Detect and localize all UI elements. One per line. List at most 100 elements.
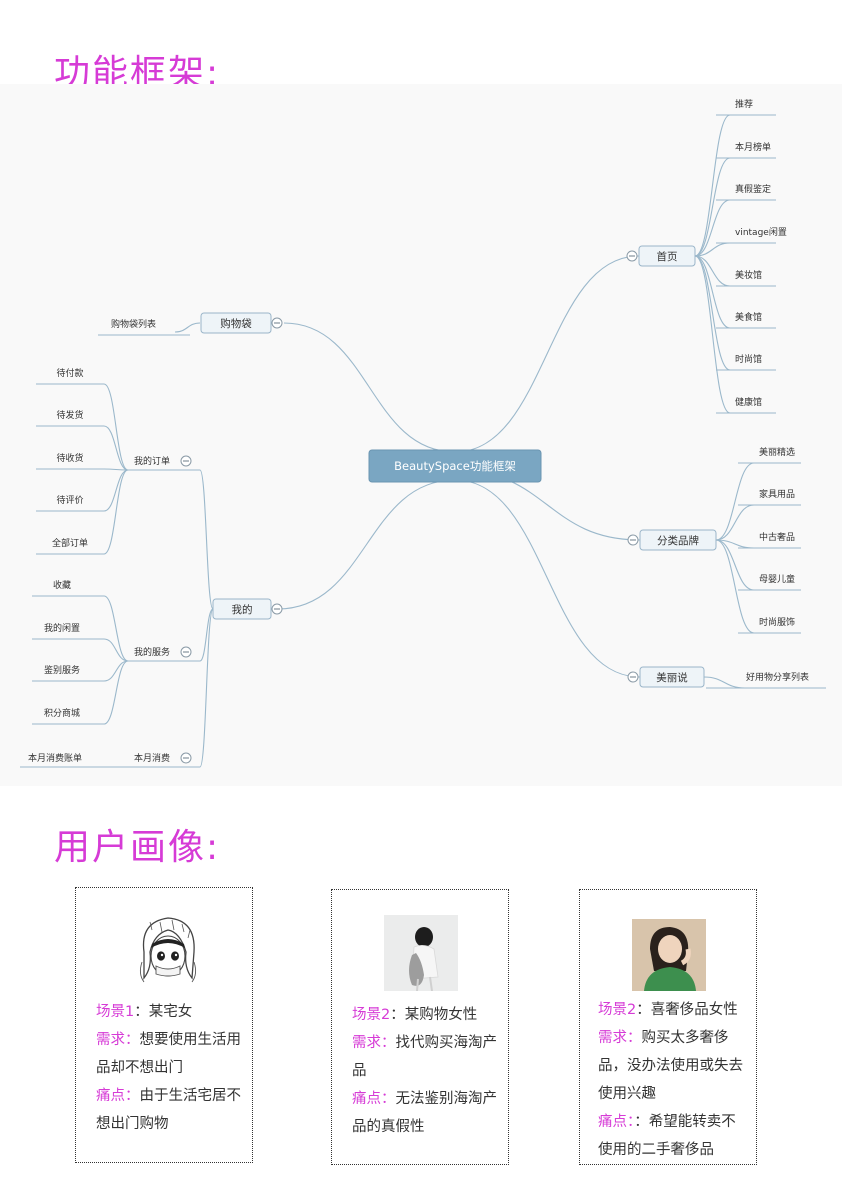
persona-text-2: 场景2：某购物女性 需求：找代购买海淘产品 痛点：无法鉴别海淘产品的真假性 <box>352 1001 502 1141</box>
cart-child-0[interactable]: 购物袋列表 <box>98 318 190 336</box>
home-child-line <box>694 157 731 257</box>
category-child-2[interactable]: 中古奢品 <box>738 531 801 549</box>
spending-label[interactable]: 本月消费 <box>134 752 170 764</box>
persona-need: 需求：购买太多奢侈品，没办法使用或失去使用兴趣 <box>598 1030 743 1102</box>
node-cart[interactable]: 购物袋 <box>200 312 272 334</box>
node-mine[interactable]: 我的 <box>212 598 272 620</box>
node-category-label: 分类品牌 <box>657 534 699 547</box>
node-cart-label: 购物袋 <box>220 317 252 330</box>
services-label[interactable]: 我的服务 <box>134 646 170 658</box>
home-child-line <box>694 255 731 414</box>
orders-child-0[interactable]: 待付款 <box>36 367 104 385</box>
home-child-line <box>694 199 731 257</box>
svg-text:收藏: 收藏 <box>53 579 71 591</box>
node-root-label: BeautySpace功能框架 <box>394 459 516 473</box>
svg-text:时尚服饰: 时尚服饰 <box>759 616 795 628</box>
collapse-cart-icon[interactable] <box>271 317 283 329</box>
svg-text:积分商城: 积分商城 <box>44 707 80 719</box>
services-child-2[interactable]: 鉴别服务 <box>32 664 104 682</box>
collapse-mine-icon[interactable] <box>271 603 283 615</box>
category-child-line <box>715 462 755 541</box>
orders-child-1[interactable]: 待发货 <box>36 409 104 427</box>
category-child-line <box>715 504 755 541</box>
persona-scene: 场景2：某购物女性 <box>352 1007 478 1023</box>
persona-need: 需求：找代购买海淘产品 <box>352 1035 497 1079</box>
beauty-talk-child-0[interactable]: 好用物分享列表 <box>706 671 826 689</box>
services-child-0[interactable]: 收藏 <box>32 579 104 597</box>
collapse-orders-icon[interactable] <box>180 455 192 467</box>
svg-text:家具用品: 家具用品 <box>759 488 795 500</box>
services-child-3[interactable]: 积分商城 <box>32 707 104 725</box>
node-mine-label: 我的 <box>232 603 253 616</box>
persona-pain: 痛点：：希望能转卖不使用的二手奢侈品 <box>598 1114 736 1158</box>
collapse-category-icon[interactable] <box>627 534 639 546</box>
home-child-2[interactable]: 真假鉴定 <box>716 183 776 201</box>
beauty-talk-child-line <box>703 676 746 689</box>
collapse-spending-icon[interactable] <box>180 752 192 764</box>
category-child-0[interactable]: 美丽精选 <box>738 446 801 464</box>
home-child-5[interactable]: 美食馆 <box>716 311 776 329</box>
home-child-1[interactable]: 本月榜单 <box>716 141 776 159</box>
svg-text:中古奢品: 中古奢品 <box>759 531 795 543</box>
mine-to-orders-line <box>199 469 214 610</box>
category-child-line <box>715 539 755 591</box>
collapse-beauty-talk-icon[interactable] <box>627 671 639 683</box>
category-child-4[interactable]: 时尚服饰 <box>738 616 801 634</box>
svg-text:待收货: 待收货 <box>56 452 83 464</box>
node-beauty-talk-label: 美丽说 <box>656 671 688 684</box>
persona-title: 用户画像: <box>54 827 221 868</box>
persona-text-3: 场景2：喜奢侈品女性 需求：购买太多奢侈品，没办法使用或失去使用兴趣 痛点：：希… <box>598 996 750 1164</box>
svg-text:美妆馆: 美妆馆 <box>735 269 762 281</box>
persona-scene: 场景1：某宅女 <box>96 1004 193 1020</box>
orders-label[interactable]: 我的订单 <box>134 455 170 467</box>
orders-child-line <box>103 425 129 471</box>
svg-text:待付款: 待付款 <box>56 367 83 379</box>
home-child-6[interactable]: 时尚馆 <box>716 353 776 371</box>
svg-text:待发货: 待发货 <box>56 409 83 421</box>
root-to-cart-line <box>283 322 456 453</box>
orders-child-line <box>103 469 129 555</box>
category-child-3[interactable]: 母婴儿童 <box>738 573 801 591</box>
collapse-home-icon[interactable] <box>626 250 638 262</box>
cart-child-line <box>174 322 201 333</box>
category-child-1[interactable]: 家具用品 <box>738 488 801 506</box>
svg-text:推荐: 推荐 <box>735 98 753 110</box>
svg-text:本月榜单: 本月榜单 <box>735 141 771 153</box>
node-category[interactable]: 分类品牌 <box>639 529 717 551</box>
home-child-line <box>694 255 731 329</box>
home-child-3[interactable]: vintage闲置 <box>716 227 787 244</box>
woman-photo-green-icon <box>632 919 706 991</box>
orders-child-line <box>103 383 129 471</box>
node-beauty-talk[interactable]: 美丽说 <box>639 666 705 688</box>
persona-card-3: 场景2：喜奢侈品女性 需求：购买太多奢侈品，没办法使用或失去使用兴趣 痛点：：希… <box>579 889 757 1165</box>
mine-to-services-line <box>199 608 214 662</box>
services-child-line <box>103 638 129 662</box>
services-child-line <box>103 660 129 725</box>
svg-text:美食馆: 美食馆 <box>735 311 762 323</box>
node-home[interactable]: 首页 <box>638 245 696 267</box>
collapse-services-icon[interactable] <box>180 646 192 658</box>
orders-child-line <box>103 468 129 471</box>
svg-text:vintage闲置: vintage闲置 <box>735 227 787 238</box>
services-child-1[interactable]: 我的闲置 <box>32 622 104 640</box>
orders-child-4[interactable]: 全部订单 <box>36 537 104 555</box>
svg-text:购物袋列表: 购物袋列表 <box>111 318 156 330</box>
home-child-4[interactable]: 美妆馆 <box>716 269 776 287</box>
root-to-home-line <box>454 255 640 453</box>
orders-child-2[interactable]: 待收货 <box>36 452 104 470</box>
home-child-line <box>694 114 731 257</box>
woman-photo-gray-icon <box>384 915 458 991</box>
orders-child-3[interactable]: 待评价 <box>36 494 104 512</box>
node-home-label: 首页 <box>657 250 678 263</box>
root-to-mine-line <box>277 479 456 610</box>
home-child-7[interactable]: 健康馆 <box>716 396 776 414</box>
home-child-line <box>694 255 731 287</box>
persona-scene: 场景2：喜奢侈品女性 <box>598 1002 738 1018</box>
root-to-beauty-talk-line <box>454 479 641 678</box>
svg-text:好用物分享列表: 好用物分享列表 <box>746 671 809 683</box>
node-root[interactable]: BeautySpace功能框架 <box>368 449 542 483</box>
home-child-0[interactable]: 推荐 <box>716 98 776 116</box>
persona-card-2: 场景2：某购物女性 需求：找代购买海淘产品 痛点：无法鉴别海淘产品的真假性 <box>331 889 509 1165</box>
spending-child-0[interactable]: 本月消费账单 <box>28 752 82 764</box>
